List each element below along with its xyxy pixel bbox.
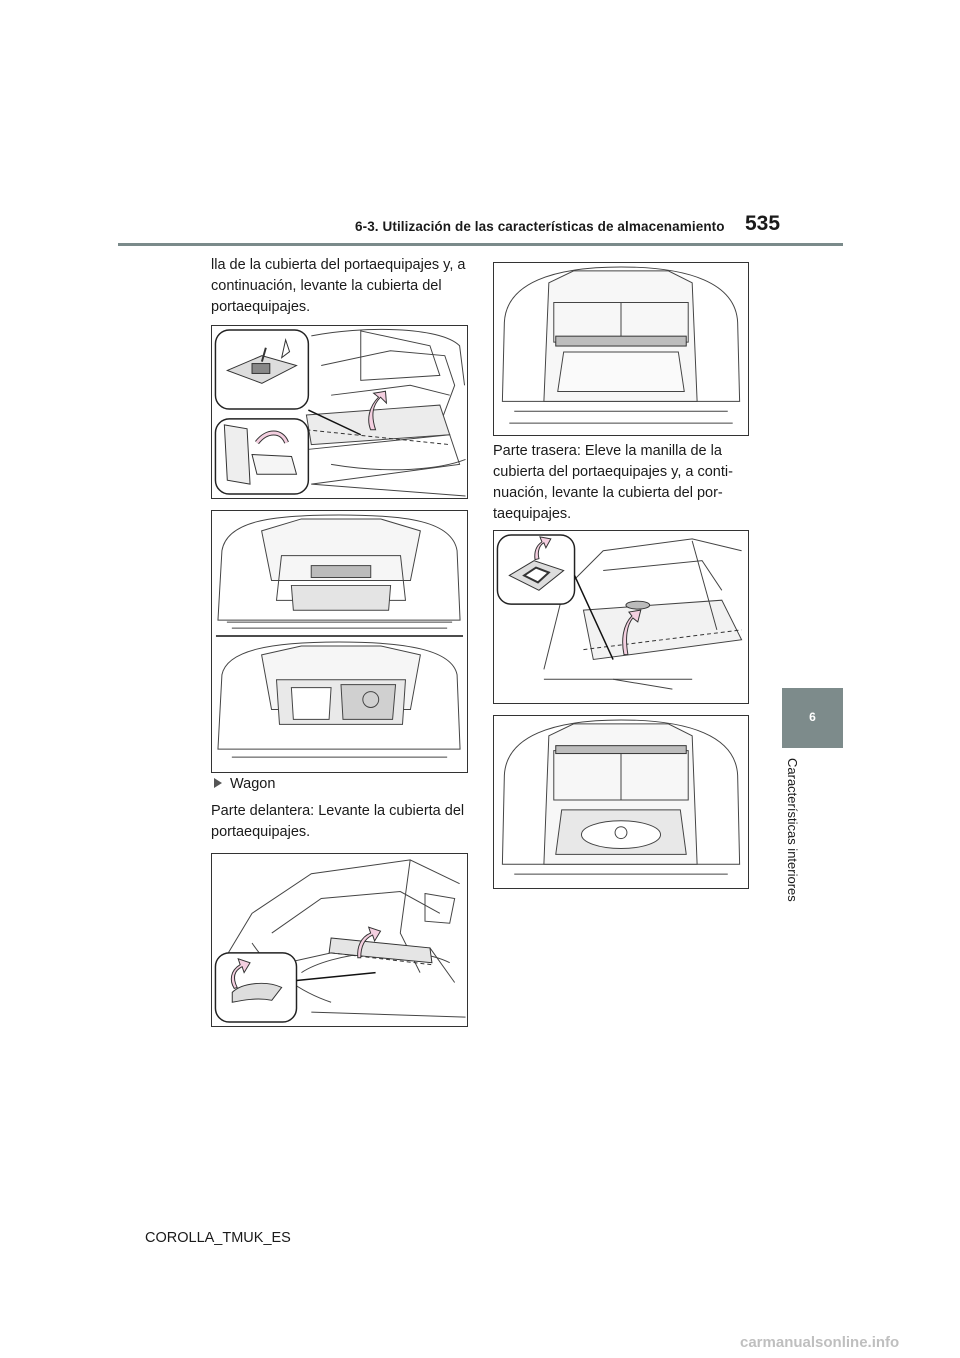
trunk-underfloor-hatchback-figure [211, 510, 468, 773]
lift-arrow-icon [230, 958, 251, 990]
wagon-underfloor-figure [493, 715, 749, 889]
text-line: portaequipajes. [211, 299, 311, 315]
text-line: lla de la cubierta del portaequipajes y,… [211, 257, 466, 273]
lift-arrow-icon [622, 609, 642, 656]
page-number: 535 [745, 212, 781, 235]
wagon-front-illustration [214, 859, 466, 1023]
trunk-underfloor-illustration [215, 514, 464, 758]
text-line: cubierta del portaequipajes y, a conti- [493, 464, 733, 480]
trunk-cover-illustration [214, 328, 466, 497]
wagon-bullet: Wagon [214, 774, 275, 795]
rear-paragraph: Parte trasera: Eleve la manilla de la cu… [493, 441, 733, 525]
header-divider [118, 243, 843, 246]
wagon-underfloor-illustration [501, 719, 741, 875]
lift-arrow-icon [357, 926, 382, 959]
chapter-title-vertical: Características interiores [785, 758, 802, 902]
trunk-cover-wagon-rear-figure [493, 530, 749, 704]
chapter-number: 6 [809, 710, 816, 724]
lift-arrow-icon [534, 536, 552, 561]
lift-arrow-icon [368, 390, 388, 431]
front-paragraph: Parte delantera: Levante la cubierta del… [211, 801, 464, 843]
model-code: COROLLA_TMUK_ES [145, 1230, 291, 1246]
bullet-label: Wagon [230, 776, 276, 792]
text-line: taequipajes. [493, 506, 572, 522]
wagon-cargo-cover-illustration [501, 266, 741, 424]
text-line: Parte trasera: Eleve la manilla de la [493, 443, 722, 459]
section-title: 6-3. Utilización de las características … [355, 219, 725, 234]
wagon-rear-illustration [496, 534, 743, 690]
intro-paragraph: lla de la cubierta del portaequipajes y,… [211, 255, 465, 318]
wagon-cargo-cover-figure [493, 262, 749, 436]
text-line: nuación, levante la cubierta del por- [493, 485, 723, 501]
text-line: continuación, levante la cubierta del [211, 278, 442, 294]
chapter-title: Características interiores [785, 758, 800, 902]
trunk-cover-wagon-front-figure [211, 853, 468, 1027]
text-line: Parte delantera: Levante la cubierta del [211, 803, 465, 819]
trunk-cover-hatchback-figure [211, 325, 468, 499]
watermark: carmanualsonline.info [740, 1334, 900, 1351]
chapter-tab[interactable]: 6 [782, 688, 843, 748]
text-line: portaequipajes. [211, 824, 311, 840]
triangle-bullet-icon [214, 778, 222, 788]
